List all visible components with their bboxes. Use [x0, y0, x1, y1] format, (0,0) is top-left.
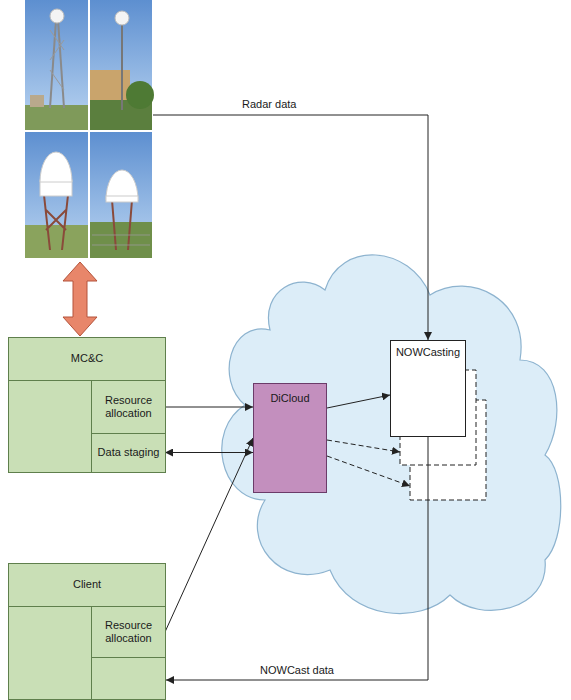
box-heading: Client — [9, 564, 165, 607]
client-box: ClientResource allocation — [8, 563, 166, 700]
empty-cell — [91, 657, 165, 699]
cloud-shape — [222, 255, 561, 614]
connector — [165, 407, 253, 408]
dashed-arrow — [327, 440, 400, 452]
radar-data-line — [153, 115, 428, 340]
box-label: Data staging — [98, 446, 160, 459]
box-label: NOWCasting — [391, 346, 465, 359]
box-heading: MC&C — [9, 338, 165, 381]
line-label: Radar data — [240, 98, 298, 111]
box-label: Resource allocation — [96, 394, 161, 420]
sub-box: Resource allocation — [91, 381, 165, 433]
sub-box: Data staging — [91, 433, 165, 472]
sub-box: Resource allocation — [91, 607, 165, 657]
connector — [165, 438, 253, 632]
connector — [165, 452, 253, 453]
double-arrow — [63, 262, 97, 336]
box-label: DiCloud — [254, 392, 326, 405]
service-box: DiCloud — [253, 383, 327, 493]
box-label: Resource allocation — [96, 619, 161, 645]
process-box: NOWCasting — [390, 340, 466, 437]
edge-label: NOWCast data — [258, 664, 336, 677]
connector — [327, 395, 390, 408]
radar-photos — [25, 0, 154, 258]
control-box: MC&C Resource allocationData staging — [8, 337, 166, 473]
dashed-arrow — [327, 456, 410, 486]
